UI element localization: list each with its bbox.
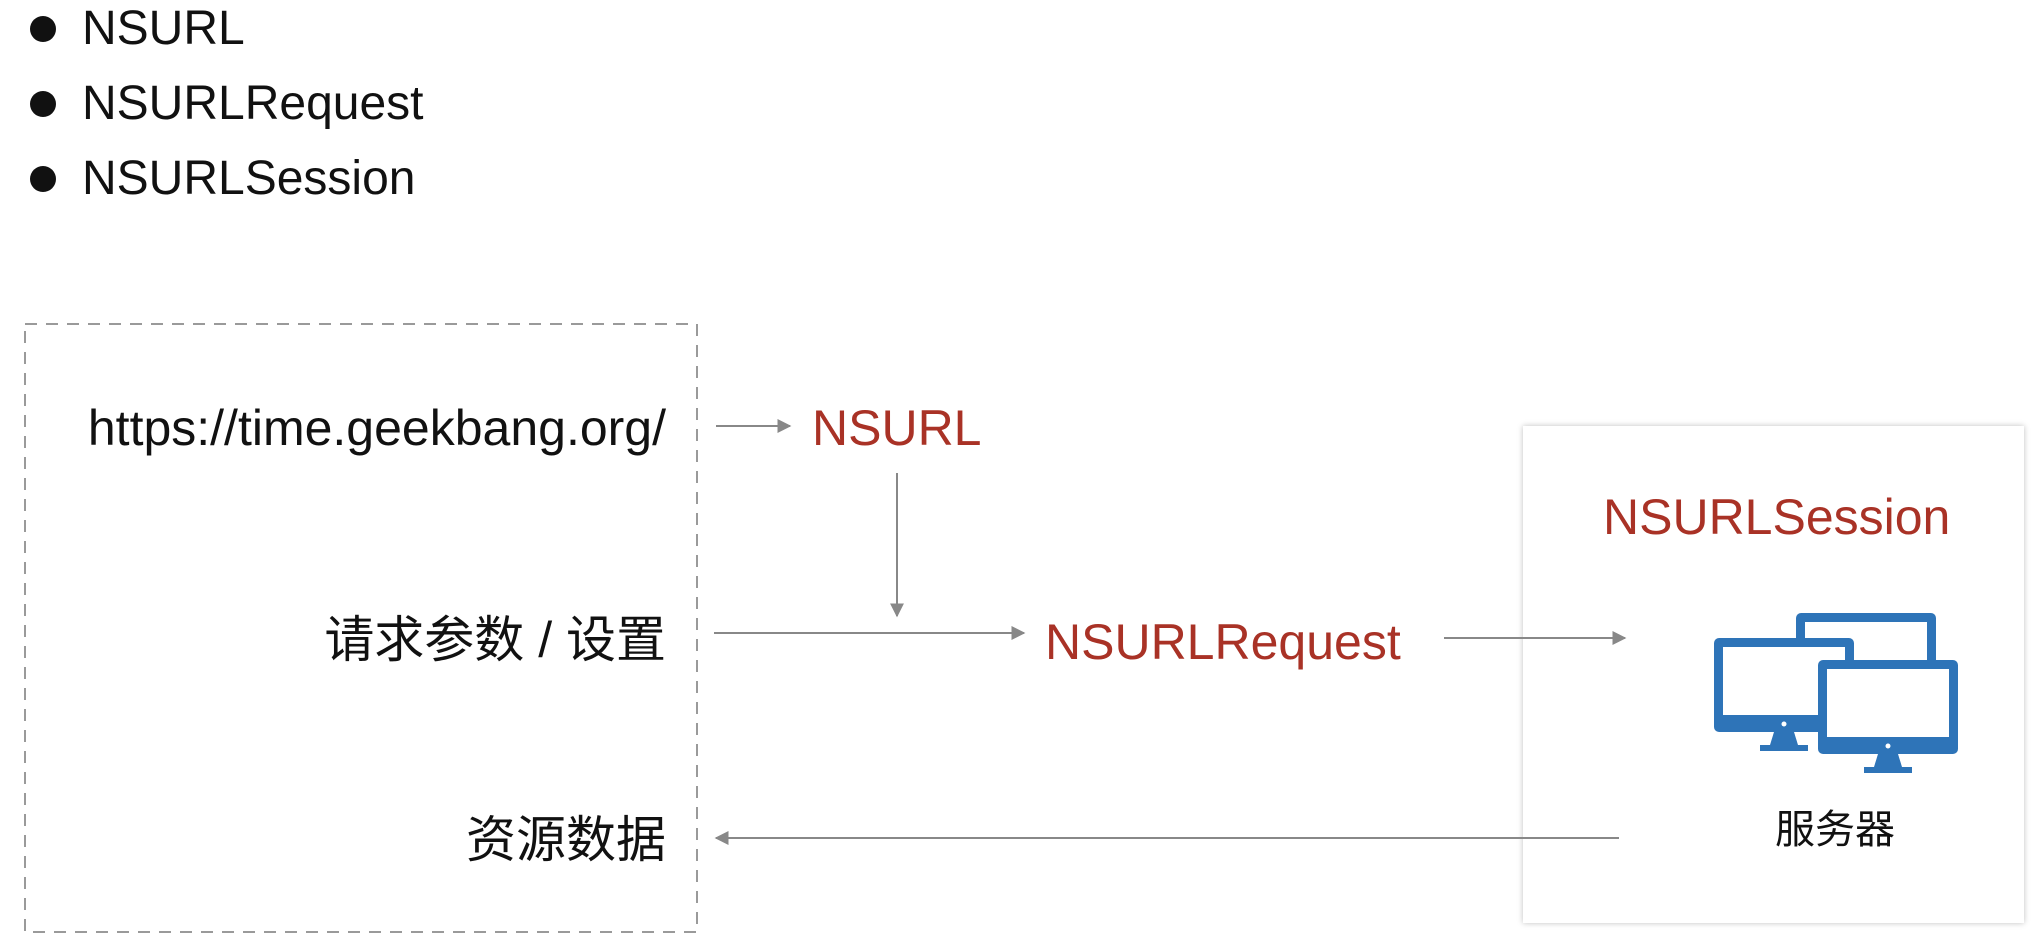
params-text: 请求参数 / 设置	[324, 612, 666, 668]
bullet-text: NSURL	[82, 2, 245, 55]
nsurl-label: NSURL	[812, 400, 982, 456]
bullet-text: NSURLSession	[82, 152, 416, 205]
bullet-item-nsurlsession: NSURLSession	[30, 141, 423, 216]
data-text: 资源数据	[466, 812, 666, 868]
server-label: 服务器	[1775, 808, 1895, 852]
bullet-item-nsurlrequest: NSURLRequest	[30, 66, 423, 141]
bullet-dot	[30, 90, 56, 117]
url-text: https://time.geekbang.org/	[87, 400, 666, 456]
nsurlsession-label: NSURLSession	[1603, 489, 1951, 545]
bullet-dot	[30, 165, 56, 192]
bullet-text: NSURLRequest	[82, 77, 424, 130]
client-dashed-box	[24, 323, 698, 933]
bullet-dot	[30, 15, 56, 42]
bullet-item-nsurl: NSURL	[30, 0, 423, 66]
bullet-list: NSURL NSURLRequest NSURLSession	[30, 0, 423, 216]
nsurlrequest-label: NSURLRequest	[1045, 614, 1401, 670]
